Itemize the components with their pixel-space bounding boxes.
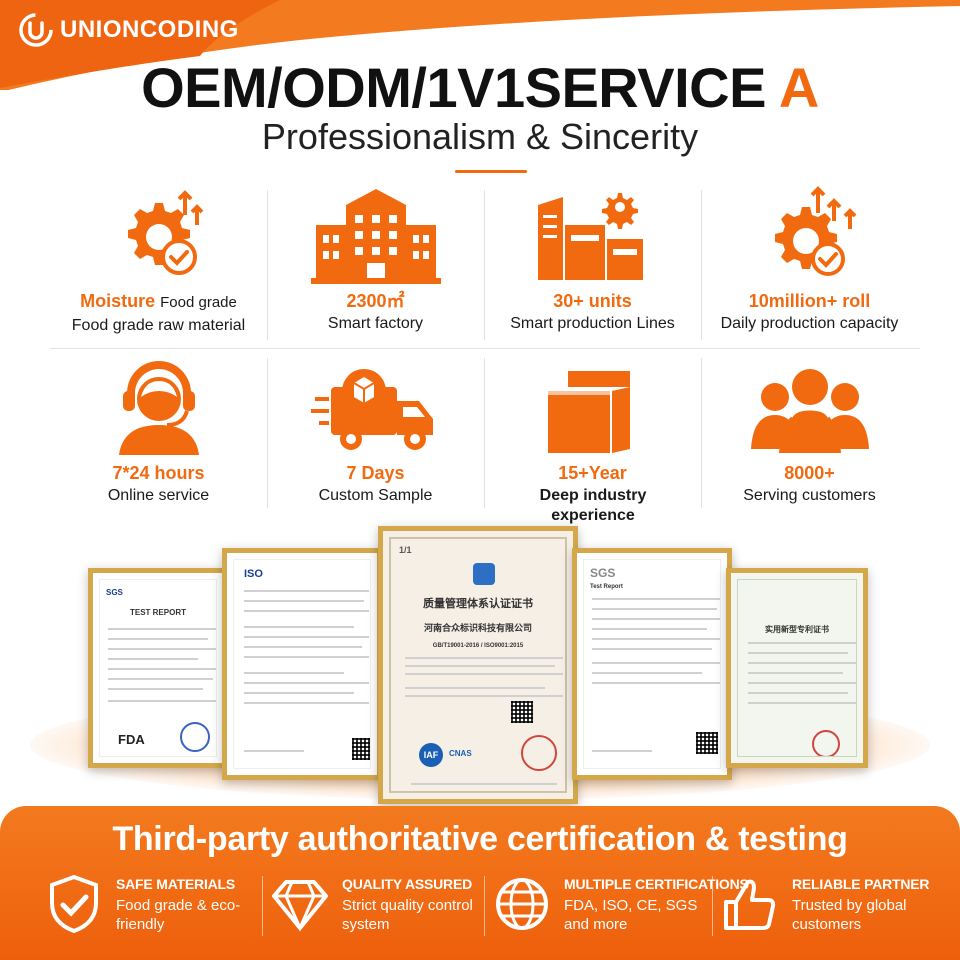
- center-cert-company: 河南合众标识科技有限公司: [423, 623, 532, 633]
- badge-desc: Food grade & eco-friendly: [116, 897, 241, 933]
- badge-desc: Trusted by global customers: [792, 897, 907, 933]
- feature-customers: 8000+ Serving customers: [701, 352, 918, 506]
- feature-title: Moisture: [80, 291, 156, 311]
- diamond-icon: [272, 880, 328, 932]
- feature-title: 15+Year: [558, 463, 627, 483]
- page-title: OEM/ODM/1V1SERVICE A: [0, 58, 960, 118]
- feature-title: 10million+ roll: [748, 291, 871, 311]
- globe-icon: [496, 878, 548, 930]
- feature-desc: Deep industry experience: [539, 487, 647, 524]
- experience-box-icon: [547, 371, 630, 453]
- header-swoosh: [0, 0, 960, 90]
- production-line-icon: [537, 193, 643, 280]
- cert-logo-icon: [473, 563, 495, 585]
- sgs-mark: SGS: [590, 566, 616, 580]
- feature-title: 30+ units: [553, 291, 632, 311]
- feature-title-plain: Food grade: [160, 294, 237, 311]
- fda-mark: FDA: [118, 732, 145, 747]
- headline-main: OEM/ODM/1V1SERVICE: [141, 56, 766, 119]
- feature-desc: Food grade raw material: [71, 317, 246, 334]
- badge-title: RELIABLE PARTNER: [792, 876, 930, 892]
- factory-icon: [310, 189, 441, 284]
- customers-group-icon: [750, 369, 869, 453]
- delivery-truck-icon: [310, 369, 433, 450]
- feature-desc: Custom Sample: [318, 487, 433, 504]
- badge-desc: Strict quality control system: [342, 897, 473, 933]
- feature-desc: Smart production Lines: [510, 315, 675, 332]
- brand-logo: UNIONCODING: [18, 12, 239, 48]
- gear-growth-icon: [774, 186, 856, 276]
- center-cert-standard: GB/T19001-2016 / ISO9001:2015: [432, 643, 524, 649]
- badge-title: MULTIPLE CERTIFICATIONS: [564, 876, 749, 892]
- page-subtitle: Professionalism & Sincerity: [261, 116, 699, 157]
- feature-title: 8000+: [784, 463, 835, 483]
- feature-title: 7*24 hours: [112, 463, 205, 483]
- banner-title: Third-party authoritative certification …: [112, 820, 848, 858]
- certificate-quality-system: 1/1 质量管理体系认证证书 河南合众标识科技有限公司 GB/T19001-20…: [378, 526, 578, 804]
- feature-moisture: Moisture Food grade Food grade raw mater…: [50, 180, 267, 336]
- certificates-showcase: SGS TEST REPORT FDA ISO: [0, 520, 960, 820]
- feature-factory: 2300㎡ Smart factory: [267, 180, 484, 334]
- sgs-test-report-label: Test Report: [590, 584, 623, 590]
- unioncoding-logo-icon: [19, 13, 53, 47]
- feature-custom-sample: 7 Days Custom Sample: [267, 352, 484, 506]
- assurance-badges: SAFE MATERIALS Food grade & eco-friendly…: [40, 870, 930, 950]
- shield-check-icon: [50, 874, 98, 934]
- certificate-iso: ISO: [222, 548, 382, 780]
- feature-desc: Online service: [107, 487, 210, 504]
- badge-title: SAFE MATERIALS: [116, 876, 236, 892]
- feature-experience: 15+Year Deep industry experience: [484, 352, 701, 526]
- feature-online-service: 7*24 hours Online service: [50, 352, 267, 506]
- badge-safe-materials: SAFE MATERIALS Food grade & eco-friendly: [40, 870, 260, 950]
- cnas-mark: CNAS: [449, 749, 472, 758]
- certificate-page-counter: 1/1: [399, 545, 412, 555]
- patent-cert-title: 实用新型专利证书: [765, 625, 829, 634]
- feature-desc: Smart factory: [327, 315, 424, 332]
- brand-name: UNIONCODING: [60, 16, 239, 43]
- badge-multiple-certifications: MULTIPLE CERTIFICATIONS FDA, ISO, CE, SG…: [488, 870, 749, 950]
- feature-capacity: 10million+ roll Daily production capacit…: [701, 180, 918, 334]
- feature-title: 2300㎡: [346, 291, 405, 311]
- iaf-mark: IAF: [419, 743, 443, 767]
- thumbs-up-icon: [724, 879, 776, 930]
- badge-quality-assured: QUALITY ASSURED Strict quality control s…: [266, 870, 486, 950]
- test-report-title: TEST REPORT: [129, 608, 186, 617]
- badge-desc: FDA, ISO, CE, SGS and more: [564, 897, 698, 933]
- certificate-patent: 实用新型专利证书: [726, 568, 868, 768]
- feature-desc: Serving customers: [743, 487, 876, 504]
- feature-production-lines: 30+ units Smart production Lines: [484, 180, 701, 334]
- customer-service-icon: [118, 361, 199, 455]
- certificate-test-report: SGS TEST REPORT FDA: [88, 568, 228, 768]
- feature-title: 7 Days: [346, 463, 405, 483]
- feature-grid: Moisture Food grade Food grade raw mater…: [50, 180, 920, 524]
- iso-mark: ISO: [244, 568, 263, 580]
- subtitle-underline: [455, 170, 527, 173]
- center-cert-title: 质量管理体系认证证书: [423, 598, 533, 610]
- badge-reliable-partner: RELIABLE PARTNER Trusted by global custo…: [716, 870, 936, 950]
- feature-desc: Daily production capacity: [720, 315, 899, 332]
- gear-check-icon: [127, 190, 203, 275]
- headline-accent: A: [778, 56, 819, 119]
- badge-title: QUALITY ASSURED: [342, 876, 473, 892]
- certification-banner: Third-party authoritative certification …: [0, 806, 960, 960]
- certificate-sgs: SGS Test Report: [572, 548, 732, 780]
